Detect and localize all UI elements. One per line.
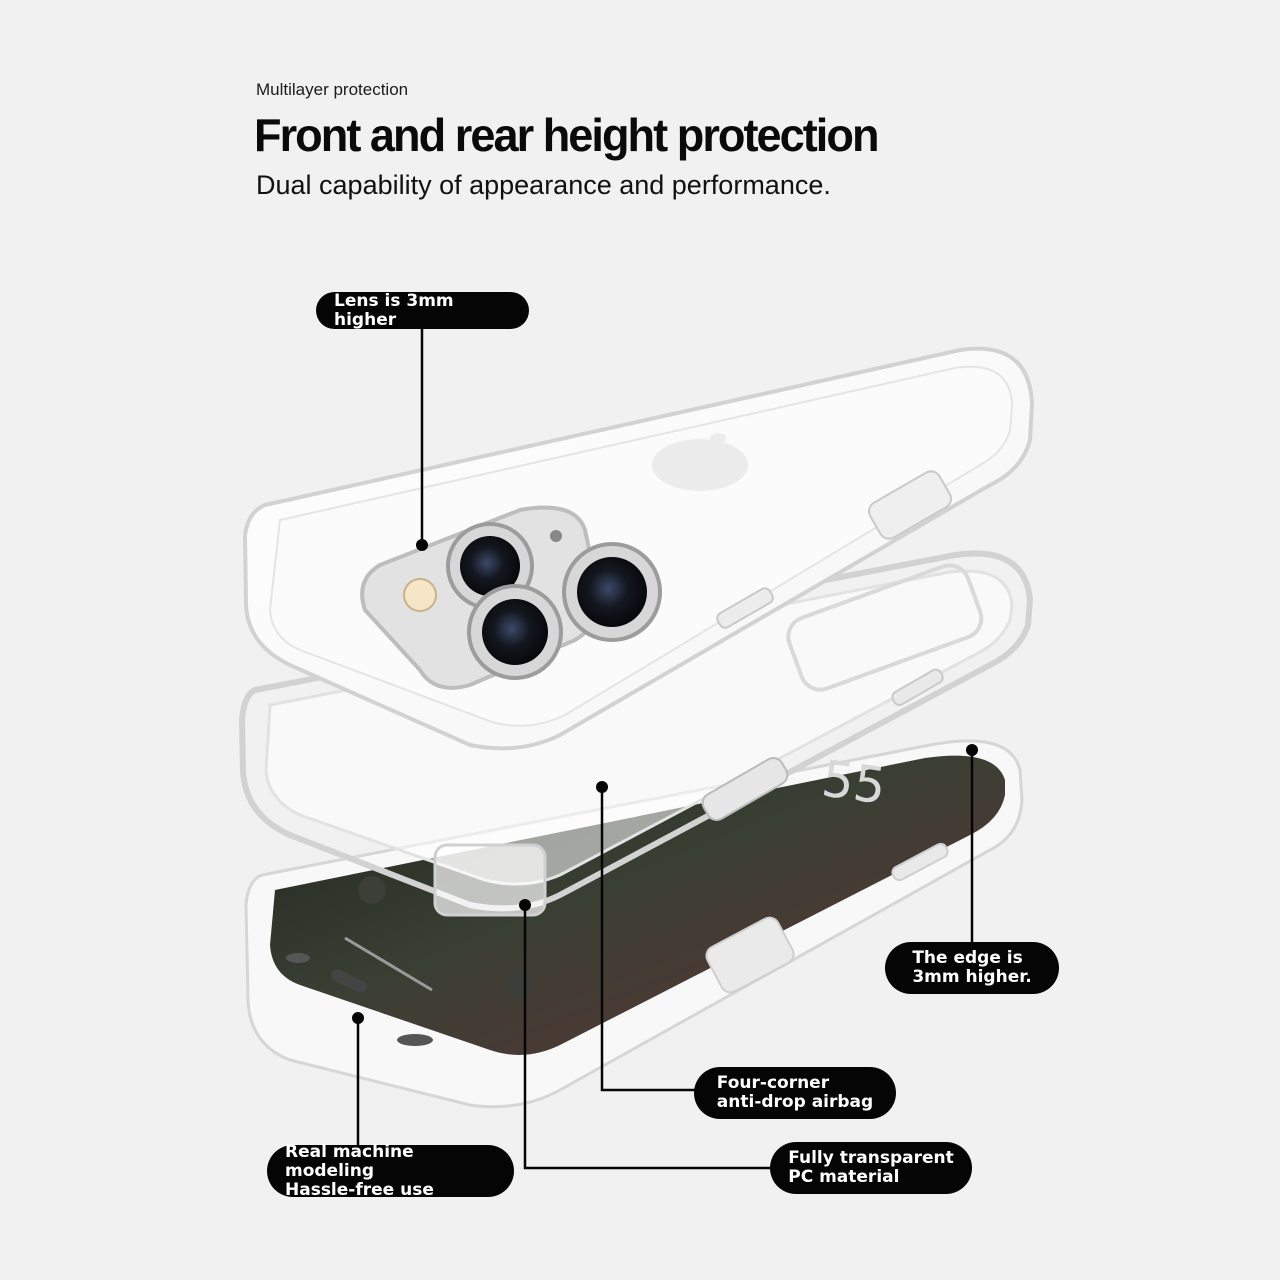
lockscreen-clock: 55 [818,749,889,815]
airbag-callout-line2: anti-drop airbag [716,1092,874,1112]
edge-marker-dot [966,744,978,756]
material-callout: Fully transparent PC material [770,1142,972,1194]
edge-callout-line2: 3mm higher. [912,967,1032,987]
middle-bumper-frame [238,550,1034,917]
material-callout-line1: Fully transparent [788,1148,954,1168]
airbag-callout-line1: Four-corner [716,1073,830,1093]
lens-callout: Lens is 3mm higher [316,290,529,330]
camera-module [360,505,662,690]
callout-leaders [356,328,974,1170]
top-back-case [242,346,1035,751]
apple-logo-icon [652,433,748,491]
page-title: Front and rear height protection [254,109,879,161]
edge-callout: The edge is 3mm higher. [885,942,1059,994]
material-marker-dot [519,899,531,911]
bottom-phone-case: 55 [244,739,1024,1109]
camera-lens-icon [562,542,662,642]
modeling-callout: Real machine modeling Hassle-free use [267,1141,514,1200]
modeling-callout-line1: Real machine modeling [285,1141,414,1181]
lens-marker-dot [416,539,428,551]
flashlight-icon [358,876,386,904]
modeling-callout-line2: Hassle-free use [285,1179,434,1200]
lens-callout-text: Lens is 3mm higher [334,290,454,330]
material-callout-line2: PC material [788,1167,900,1187]
subtitle: Dual capability of appearance and perfor… [256,170,831,200]
modeling-marker-dot [352,1012,364,1024]
edge-callout-line1: The edge is [912,948,1023,968]
camera-lens-icon [467,584,563,680]
camera-icon [504,971,532,999]
kicker-text: Multilayer protection [256,80,409,99]
airbag-marker-dot [596,781,608,793]
airbag-callout: Four-corner anti-drop airbag [694,1067,896,1119]
